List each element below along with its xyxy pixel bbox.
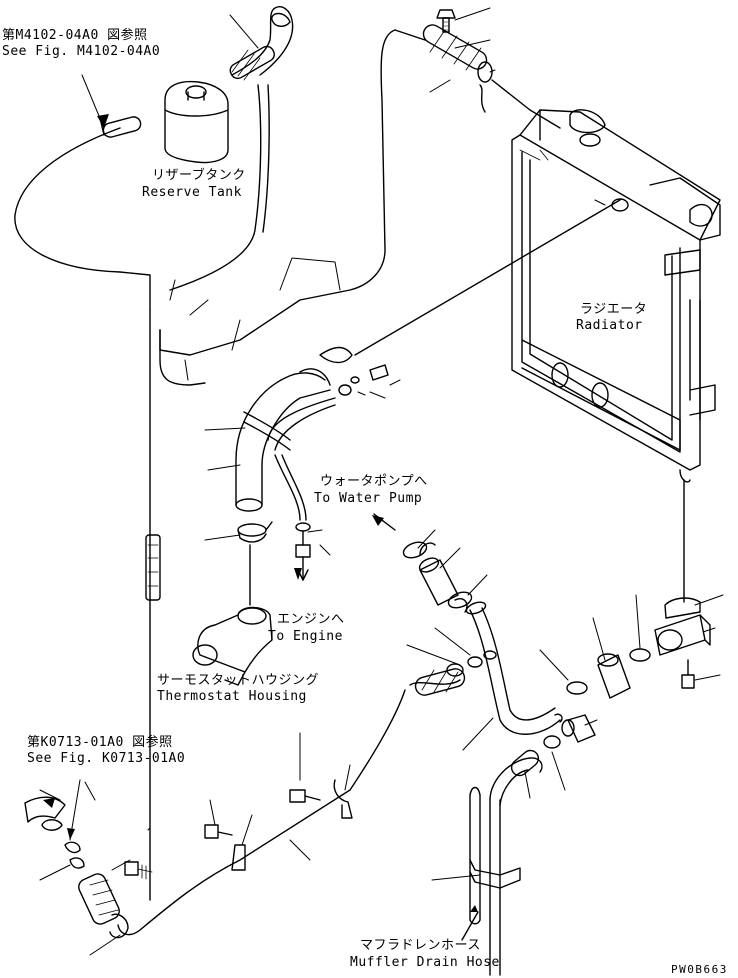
- radiator-drain-fitting: [319, 198, 629, 396]
- ref-label-bottom-jp: 第K0713-01A0 図参照: [27, 735, 173, 750]
- ref-label-bottom-en: See Fig. K0713-01A0: [27, 751, 186, 766]
- lower-harness: [117, 689, 406, 936]
- water-pump-label-jp: ウォータポンプへ: [320, 474, 428, 489]
- bolt-top: [436, 9, 456, 33]
- lower-left-fitting: [409, 650, 497, 696]
- engine-label-jp: エンジンへ: [277, 612, 345, 627]
- drawing-code: PW0B663: [671, 963, 728, 976]
- upper-radiator-hose: [235, 368, 331, 512]
- thermostat-housing: [192, 544, 273, 686]
- tank-filler-hose: [229, 6, 294, 81]
- thermostat-label-jp: サーモスタットハウジング: [157, 673, 320, 688]
- reserve-tank-label-jp: リザーブタンク: [152, 168, 246, 183]
- ref-label-top-en: See Fig. M4102-04A0: [2, 44, 161, 59]
- tank-hose-down: [169, 84, 270, 291]
- reserve-tank: [164, 80, 229, 164]
- radiator: [511, 109, 721, 596]
- lower-right-hoses: [566, 594, 711, 699]
- engine-label-en: To Engine: [268, 629, 343, 644]
- radiator-label-jp: ラジエータ: [580, 302, 648, 317]
- water-pump-label-en: To Water Pump: [314, 491, 423, 506]
- ref-hose-parts: [24, 796, 129, 939]
- water-pump-hose: [402, 541, 561, 735]
- overflow-hose-left: [14, 116, 161, 901]
- upper-bypass-line: [159, 29, 426, 386]
- leader-arrowheads: [43, 114, 478, 912]
- ref-label-top-jp: 第M4102-04A0 図参照: [2, 28, 148, 43]
- bypass-pipe: [267, 397, 336, 521]
- water-pump-arrow: [373, 513, 396, 531]
- radiator-label-en: Radiator: [576, 318, 643, 333]
- reserve-tank-label-en: Reserve Tank: [142, 185, 242, 200]
- muffler-label-en: Muffler Drain Hose: [350, 955, 500, 970]
- muffler-arrow: [461, 911, 479, 941]
- upper-right-hose: [422, 24, 561, 129]
- drain-tee: [543, 713, 596, 749]
- muffler-drain-hose: [469, 749, 543, 976]
- thermostat-clamp: [237, 521, 273, 543]
- muffler-label-jp: マフラドレンホース: [360, 938, 481, 953]
- thermostat-label-en: Thermostat Housing: [157, 689, 307, 704]
